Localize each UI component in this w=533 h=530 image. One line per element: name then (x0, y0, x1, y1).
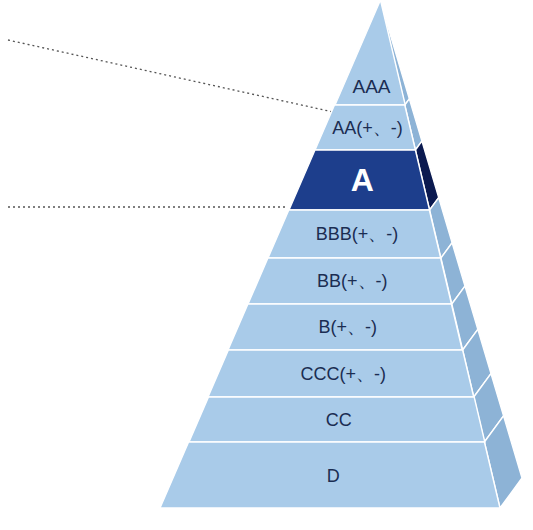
pyramid-band: A (289, 150, 430, 210)
band-outline (289, 150, 430, 210)
pyramid-band: B(+、-) (228, 304, 462, 350)
rating-label: D (327, 467, 340, 485)
band-outline (248, 258, 451, 304)
rating-label: CC (326, 411, 352, 429)
band-outline (208, 350, 474, 397)
band-outline (268, 210, 441, 258)
pyramid-band: AA(+、-) (315, 105, 415, 150)
pyramid-band: AAA (335, 0, 405, 105)
band-outline (335, 0, 405, 105)
rating-label: CCC(+、-) (300, 365, 386, 383)
rating-label: AAA (353, 77, 391, 96)
pyramid-band: CC (189, 397, 485, 442)
pyramid-band: CCC(+、-) (208, 350, 474, 397)
leader-line (8, 40, 333, 112)
band-outline (228, 304, 462, 350)
rating-label: BB(+、-) (317, 272, 388, 290)
rating-label: BBB(+、-) (316, 225, 399, 243)
pyramid-band: BB(+、-) (248, 258, 451, 304)
leader-line (8, 206, 288, 207)
band-outline (315, 105, 415, 150)
band-outline (160, 442, 500, 508)
rating-label: AA(+、-) (332, 119, 403, 137)
pyramid-band: BBB(+、-) (268, 210, 441, 258)
pyramid-band: D (160, 442, 500, 508)
band-outline (189, 397, 485, 442)
rating-label: B(+、-) (319, 318, 378, 336)
rating-label: A (351, 164, 374, 196)
